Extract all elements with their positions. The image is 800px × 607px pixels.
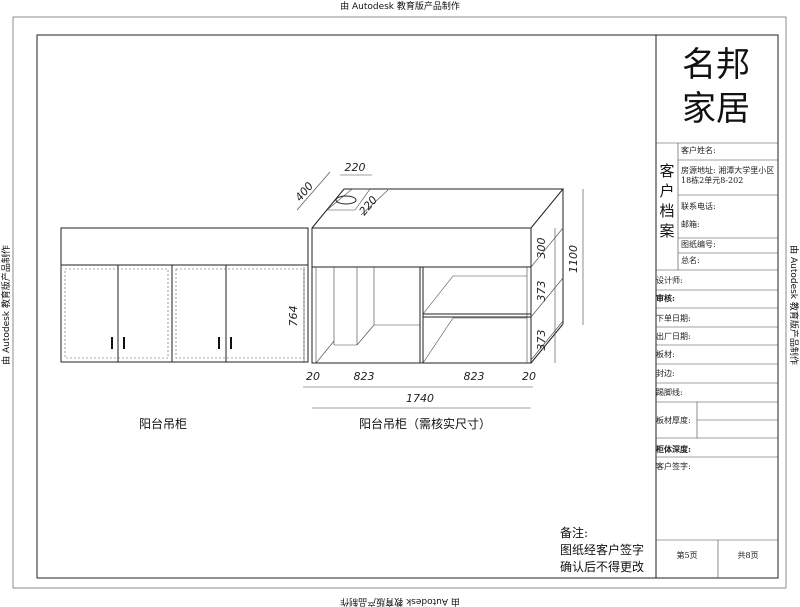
- total-name-field: 总名:: [681, 255, 700, 265]
- dim-depth: 400: [293, 180, 316, 204]
- dim-hole-depth: 220: [357, 194, 380, 218]
- address-line2: 18栋2单元8-202: [681, 175, 743, 185]
- drawing-no-field: 图纸编号:: [681, 239, 716, 249]
- watermark-left: 由 Autodesk 教育版产品制作: [0, 245, 12, 365]
- customer-name-field: 客户姓名:: [681, 145, 716, 155]
- ship-date-field: 出厂日期:: [656, 331, 691, 341]
- dim-bay-left: 823: [354, 370, 375, 383]
- customer-signature-field: 客户签字:: [656, 461, 691, 471]
- dim-total-width: 1740: [406, 392, 434, 405]
- inner-frame: [36, 34, 779, 579]
- dim-top-width: 220: [345, 161, 366, 174]
- outer-border: [12, 16, 787, 589]
- dim-side-left: 20: [306, 370, 320, 383]
- dim-side-right: 20: [522, 370, 536, 383]
- designer-field: 设计师:: [656, 275, 683, 285]
- left-drawing-label: 阳台吊柜: [139, 416, 187, 431]
- section-label-char: 户: [659, 182, 674, 200]
- dim-top-height: 300: [535, 238, 548, 259]
- section-label-char: 案: [659, 222, 674, 240]
- door-handle: [123, 337, 125, 349]
- reviewer-field: 审核:: [656, 293, 675, 303]
- door-handle: [218, 337, 220, 349]
- page-current: 第5页: [676, 550, 697, 560]
- address-line1: 房源地址: 湘潭大学里小区: [681, 165, 774, 175]
- watermark-bottom: 由 Autodesk 教育版产品制作: [340, 596, 460, 607]
- section-label-char: 档: [659, 202, 674, 220]
- dim-bay-right: 823: [464, 370, 485, 383]
- phone-field: 联系电话:: [681, 201, 716, 211]
- dim-shelf2: 373: [535, 330, 548, 351]
- page-total: 共8页: [737, 551, 758, 560]
- order-date-field: 下单日期:: [656, 313, 691, 323]
- cabinet-depth-field: 柜体深度:: [655, 444, 691, 454]
- watermark-right: 由 Autodesk 教育版产品制作: [788, 245, 800, 365]
- notes: 备注: 图纸经客户签字 确认后不得更改: [560, 525, 644, 574]
- title-block: 名邦 家居 客 户 档 案 客户姓名: 房源地址: 湘潭大学里小区 18栋2单元…: [655, 35, 778, 578]
- board-field: 板材:: [656, 349, 675, 359]
- dim-shelf1: 373: [535, 281, 548, 302]
- brand-line2: 家居: [682, 89, 750, 129]
- left-cabinet-elevation: 阳台吊柜: [60, 227, 309, 431]
- brand-line1: 名邦: [682, 45, 750, 85]
- notes-title: 备注:: [560, 525, 588, 540]
- section-label-char: 客: [659, 162, 674, 180]
- door-handle: [230, 337, 232, 349]
- watermark-top: 由 Autodesk 教育版产品制作: [340, 0, 460, 12]
- notes-line2: 确认后不得更改: [560, 559, 644, 574]
- dim-lower-height: 764: [287, 306, 300, 327]
- notes-line1: 图纸经客户签字: [560, 542, 644, 557]
- kickboard-field: 踢脚线:: [656, 387, 683, 397]
- door-handle: [111, 337, 113, 349]
- email-field: 邮箱:: [681, 219, 700, 229]
- edge-field: 封边:: [656, 368, 675, 378]
- dim-total-height: 1100: [567, 245, 580, 273]
- right-cabinet-isometric: 220 400 220 300 373 373 1100 764 20 823 …: [287, 161, 584, 431]
- right-drawing-label: 阳台吊柜（需核实尺寸）: [359, 416, 491, 431]
- board-thickness-field: 板材厚度:: [656, 415, 691, 425]
